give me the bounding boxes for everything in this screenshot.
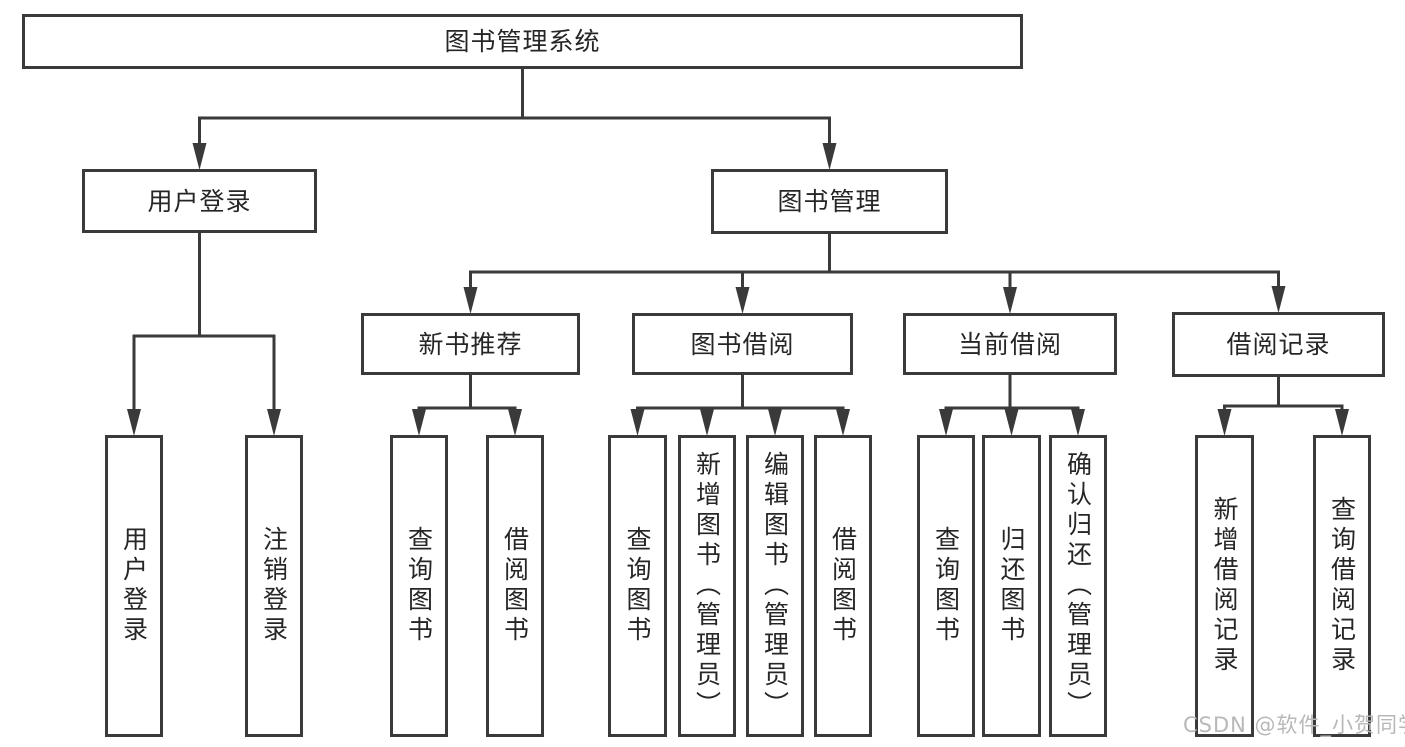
arrowhead-icon	[508, 409, 522, 436]
arrowhead-icon	[836, 409, 850, 436]
node-label: 当前借阅	[957, 329, 1062, 359]
node-label: 查询图书	[404, 526, 434, 646]
arrowhead-icon	[1271, 286, 1286, 313]
arrowhead-icon	[735, 287, 750, 314]
node-v-add-borrow-record: 新增借阅记录	[1195, 435, 1254, 737]
arrowhead-icon	[1071, 409, 1085, 436]
node-label: 新书推荐	[418, 329, 523, 359]
arrowhead-icon	[939, 409, 953, 436]
arrowhead-icon	[463, 287, 478, 314]
arrowhead-icon	[700, 409, 714, 436]
node-label: 查询图书	[931, 526, 961, 646]
arrowhead-icon	[768, 409, 782, 436]
node-label: 借阅图书	[828, 526, 858, 646]
arrowhead-icon	[1004, 409, 1019, 436]
node-root: 图书管理系统	[22, 14, 1023, 69]
node-v-return-book: 归还图书	[982, 435, 1041, 737]
node-v-add-book: 新增图书（管理员）	[678, 435, 736, 737]
node-label: 用户登录	[147, 186, 252, 216]
node-book-borrow: 图书借阅	[632, 313, 853, 375]
arrowhead-icon	[1335, 409, 1349, 436]
node-label: 查询图书	[623, 526, 652, 646]
arrowhead-icon	[412, 409, 426, 436]
node-v-query-book-2: 查询图书	[608, 435, 667, 737]
node-v-query-book-3: 查询图书	[917, 435, 975, 737]
node-v-borrow-book-1: 借阅图书	[486, 435, 544, 737]
node-new-book-rec: 新书推荐	[361, 313, 580, 375]
arrowhead-icon	[822, 143, 837, 170]
node-label: 归还图书	[997, 526, 1026, 646]
node-label: 确认归还（管理员）	[1063, 451, 1093, 721]
node-v-edit-book: 编辑图书（管理员）	[746, 435, 804, 737]
edge-current-borrow	[944, 373, 1080, 413]
arrowhead-icon	[630, 409, 645, 436]
edge-borrow-records	[1223, 375, 1344, 413]
edge-new-book-rec	[417, 373, 517, 413]
arrowhead-icon	[1217, 409, 1232, 436]
node-user-login: 用户登录	[82, 169, 317, 233]
node-v-logout: 注销登录	[245, 435, 303, 737]
node-v-confirm-return: 确认归还（管理员）	[1049, 435, 1107, 737]
node-label: 注销登录	[259, 526, 289, 646]
edge-user-login	[132, 231, 276, 413]
node-v-borrow-book-2: 借阅图书	[814, 435, 872, 737]
edge-book-mgmt	[469, 232, 1280, 291]
node-label: 编辑图书（管理员）	[760, 451, 790, 721]
node-v-query-book-1: 查询图书	[390, 435, 448, 737]
node-label: 借阅图书	[500, 526, 530, 646]
node-book-mgmt: 图书管理	[711, 169, 948, 234]
edge-book-borrow	[636, 373, 845, 413]
edge-root	[198, 67, 831, 147]
node-label: 借阅记录	[1226, 330, 1331, 359]
arrowhead-icon	[192, 143, 207, 170]
node-label: 图书管理系统	[444, 27, 601, 56]
node-v-user-login: 用户登录	[105, 435, 163, 737]
node-label: 图书借阅	[690, 329, 795, 359]
node-label: 用户登录	[119, 526, 149, 646]
arrowhead-icon	[267, 409, 281, 436]
node-v-query-borrow-record: 查询借阅记录	[1313, 435, 1371, 737]
arrowhead-icon	[127, 409, 141, 436]
node-borrow-records: 借阅记录	[1172, 312, 1385, 377]
node-label: 查询借阅记录	[1327, 496, 1357, 676]
watermark: CSDN @软件_小贺同学	[1183, 713, 1405, 737]
node-label: 新增图书（管理员）	[692, 451, 722, 721]
node-current-borrow: 当前借阅	[903, 313, 1117, 375]
node-label: 图书管理	[777, 187, 882, 216]
node-label: 新增借阅记录	[1210, 496, 1239, 676]
arrowhead-icon	[1003, 287, 1017, 314]
